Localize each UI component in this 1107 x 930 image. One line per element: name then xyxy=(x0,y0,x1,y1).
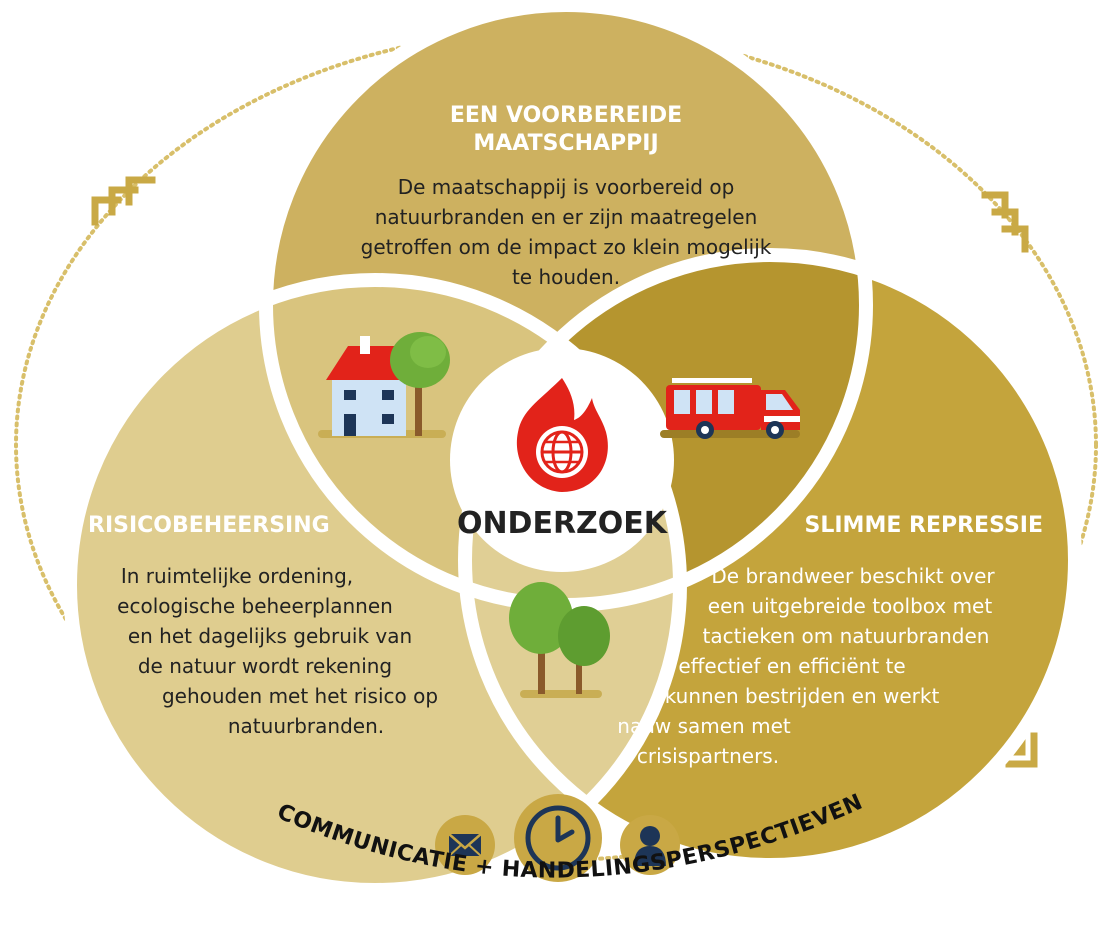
clock-icon xyxy=(514,794,602,882)
left-title: RISICOBEHEERSING xyxy=(88,513,330,538)
arrow-top-right-icon xyxy=(981,191,1029,253)
left-body-line: ecologische beheerplannen xyxy=(117,594,393,618)
right-body-line: De brandweer beschikt over xyxy=(711,564,995,588)
house-tree-icon xyxy=(318,332,450,438)
right-title: SLIMME REPRESSIE xyxy=(805,513,1044,538)
left-body-line: natuurbranden. xyxy=(228,714,384,738)
top-title-line2: MAATSCHAPPIJ xyxy=(473,131,658,156)
left-body-line: de natuur wordt rekening xyxy=(138,654,392,678)
left-body-line: en het dagelijks gebruik van xyxy=(128,624,412,648)
top-body-line: getroffen om de impact zo klein mogelijk xyxy=(361,235,772,259)
left-body-line: gehouden met het risico op xyxy=(162,684,438,708)
trees-icon xyxy=(509,582,610,698)
top-body-line: te houden. xyxy=(512,265,620,289)
top-title-line1: EEN VOORBEREIDE xyxy=(450,103,682,128)
right-body-line: crisispartners. xyxy=(637,744,779,768)
left-body-line: In ruimtelijke ordening, xyxy=(121,564,353,588)
right-body-line: effectief en efficiënt te xyxy=(678,654,905,678)
top-body-line: De maatschappij is voorbereid op xyxy=(398,175,735,199)
envelope-icon xyxy=(435,815,495,875)
right-body-line: kunnen bestrijden en werkt xyxy=(665,684,940,708)
right-body-line: tactieken om natuurbranden xyxy=(703,624,990,648)
arrow-top-left-icon xyxy=(91,176,156,226)
right-body-line: een uitgebreide toolbox met xyxy=(708,594,993,618)
flame-globe-icon xyxy=(516,378,608,492)
top-body-line: natuurbranden en er zijn maatregelen xyxy=(375,205,758,229)
center-label: ONDERZOEK xyxy=(457,506,669,541)
right-body-line: nauw samen met xyxy=(617,714,791,738)
fire-truck-icon xyxy=(660,378,800,439)
person-icon xyxy=(620,815,680,875)
